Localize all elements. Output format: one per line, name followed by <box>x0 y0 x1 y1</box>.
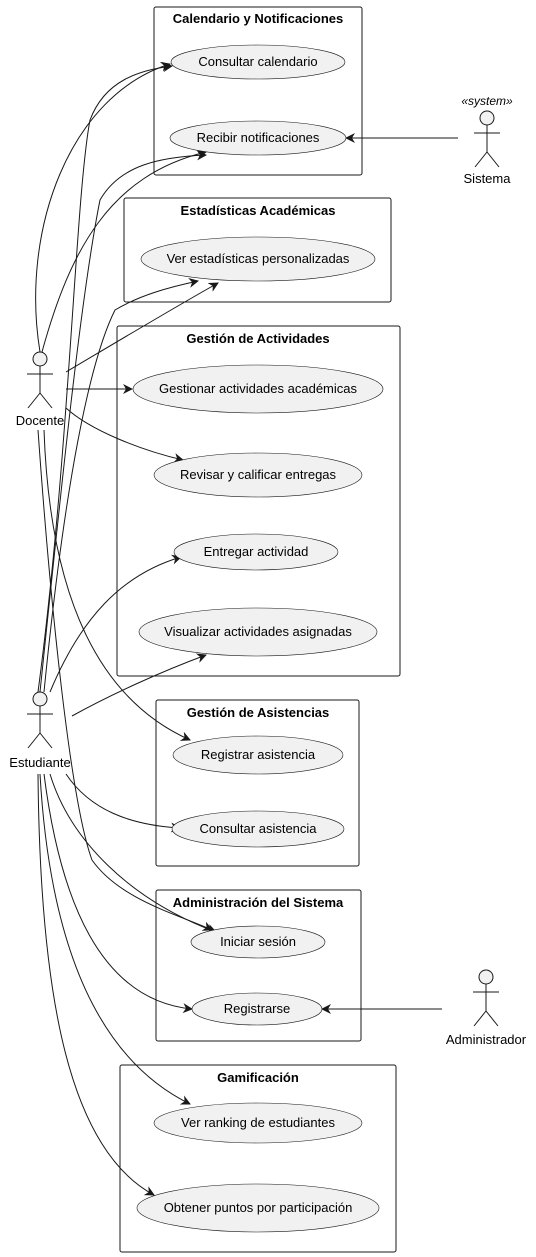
actor-sistema: «system» Sistema <box>461 94 513 186</box>
edge-docente-consultar-calendario <box>35 61 171 353</box>
usecase-gestionar-actividades: Gestionar actividades académicas <box>132 364 384 414</box>
usecase-label: Gestionar actividades académicas <box>159 381 357 396</box>
edge-docente-registrar-asistencia <box>43 429 191 741</box>
usecase-obtener-puntos: Obtener puntos por participación <box>136 1183 380 1233</box>
package-title: Gestión de Actividades <box>186 331 329 346</box>
edge-estudiante-consultar-calendario <box>37 62 173 693</box>
usecase-label: Consultar asistencia <box>199 821 317 836</box>
usecase-label: Consultar calendario <box>198 54 317 69</box>
actor-label: Administrador <box>446 1032 527 1047</box>
usecase-registrarse: Registrarse <box>191 992 323 1026</box>
usecase-label: Obtener puntos por participación <box>164 1200 353 1215</box>
usecase-registrar-asistencia: Registrar asistencia <box>172 735 344 775</box>
usecase-label: Registrarse <box>224 1001 290 1016</box>
usecase-ver-estadisticas: Ver estadísticas personalizadas <box>140 236 376 282</box>
edge-estudiante-recibir-notificaciones <box>39 150 207 693</box>
usecase-consultar-calendario: Consultar calendario <box>170 44 346 80</box>
edge-docente-recibir-notificaciones <box>41 149 207 353</box>
actor-label: Sistema <box>464 171 512 186</box>
edge-estudiante-consultar-asistencia <box>65 773 181 833</box>
actor-label: Docente <box>16 413 64 428</box>
package-title: Calendario y Notificaciones <box>173 11 344 26</box>
usecase-ver-ranking: Ver ranking de estudiantes <box>153 1102 363 1144</box>
package-title: Administración del Sistema <box>173 895 344 910</box>
usecase-label: Iniciar sesión <box>220 934 296 949</box>
actor-administrador: Administrador <box>446 969 527 1047</box>
edge-estudiante-ver-ranking <box>39 773 191 1105</box>
edge-estudiante-iniciar-sesion <box>49 773 217 934</box>
usecase-label: Visualizar actividades asignadas <box>164 624 352 639</box>
usecase-recibir-notificaciones: Recibir notificaciones <box>169 120 347 156</box>
usecase-label: Revisar y calificar entregas <box>180 467 337 482</box>
usecase-label: Entregar actividad <box>204 544 309 559</box>
edge-docente-revisar-calificar <box>65 407 184 463</box>
edge-estudiante-visualizar-actividades <box>71 653 207 717</box>
package-gestion-actividades: Gestión de Actividades <box>116 325 401 677</box>
package-title: Gestión de Asistencias <box>187 705 330 720</box>
actor-estudiante: Estudiante <box>9 691 71 770</box>
stick-figure-icon <box>27 351 53 409</box>
usecase-consultar-asistencia: Consultar asistencia <box>171 810 345 848</box>
edge-estudiante-entregar-actividad <box>49 554 182 693</box>
stick-figure-icon <box>474 110 500 168</box>
usecase-label: Registrar asistencia <box>201 747 316 762</box>
relations <box>35 61 458 1196</box>
package-title: Gamificación <box>217 1070 299 1085</box>
edge-estudiante-obtener-puntos <box>37 773 155 1196</box>
usecase-entregar-actividad: Entregar actividad <box>173 533 339 571</box>
usecase-label: Ver ranking de estudiantes <box>181 1115 335 1130</box>
actor-stereotype: «system» <box>461 94 513 108</box>
usecase-iniciar-sesion: Iniciar sesión <box>190 925 326 959</box>
actor-label: Estudiante <box>9 755 70 770</box>
actor-docente: Docente <box>16 351 64 428</box>
package-title: Estadísticas Académicas <box>181 203 336 218</box>
edge-docente-iniciar-sesion <box>37 429 213 931</box>
edge-estudiante-registrarse <box>43 773 193 1014</box>
usecase-label: Recibir notificaciones <box>197 130 320 145</box>
usecase-revisar-calificar: Revisar y calificar entregas <box>153 452 363 498</box>
usecase-label: Ver estadísticas personalizadas <box>167 251 350 266</box>
usecase-visualizar-actividades: Visualizar actividades asignadas <box>138 607 378 657</box>
edge-docente-ver-estadisticas <box>65 282 219 373</box>
stick-figure-icon <box>27 691 53 749</box>
edge-estudiante-ver-estadisticas <box>43 277 199 693</box>
stick-figure-icon <box>473 969 499 1027</box>
